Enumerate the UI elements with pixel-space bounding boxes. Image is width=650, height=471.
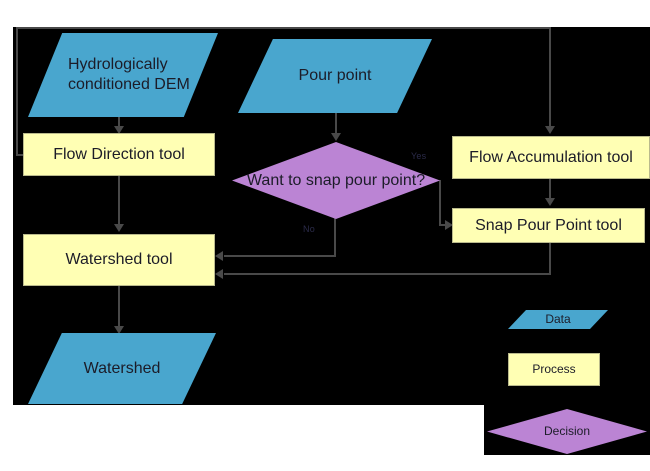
edge-top-rail-to-accumulation bbox=[16, 27, 551, 29]
edge-decision-yes-riser bbox=[439, 180, 441, 225]
node-label: Flow Accumulation tool bbox=[469, 148, 633, 166]
arrowhead-dem-to-flow-direction bbox=[114, 126, 124, 134]
legend-label-decision: Decision bbox=[543, 424, 591, 439]
arrowhead-no-to-watershed-tool bbox=[215, 251, 223, 261]
edge-flowdir-to-watershed-tool bbox=[118, 176, 120, 226]
legend-item-process: Process bbox=[508, 353, 600, 386]
legend-label-process: Process bbox=[532, 362, 576, 377]
node-snap-pour-point-tool[interactable]: Snap Pour Point tool bbox=[452, 208, 645, 243]
node-watershed-tool[interactable]: Watershed tool bbox=[23, 234, 215, 286]
edge-accumulation-to-snap bbox=[549, 179, 551, 199]
edge-decision-no-to-watershed bbox=[224, 255, 336, 257]
arrowhead-yes-to-snap bbox=[445, 220, 453, 230]
edge-flowdir-left-riser bbox=[16, 27, 18, 156]
edge-decision-no-drop bbox=[334, 218, 336, 256]
arrowhead-to-flow-accumulation bbox=[545, 126, 555, 134]
node-label: Flow Direction tool bbox=[53, 145, 185, 163]
edge-dem-to-flow-direction bbox=[118, 117, 120, 129]
arrowhead-snap-to-watershed-tool bbox=[215, 269, 223, 279]
arrowhead-watershed-tool-to-output bbox=[114, 326, 124, 334]
edge-flowdir-left-stub bbox=[16, 154, 25, 156]
branch-label-no: No bbox=[303, 224, 315, 234]
node-label: Snap Pour Point tool bbox=[475, 216, 622, 234]
node-label: Pour point bbox=[298, 67, 372, 85]
node-flow-accumulation-tool[interactable]: Flow Accumulation tool bbox=[452, 136, 650, 179]
branch-label-yes: Yes bbox=[411, 151, 427, 161]
arrowhead-flowdir-to-watershed-tool bbox=[114, 224, 124, 232]
edge-down-to-accumulation bbox=[549, 27, 551, 127]
node-label: Hydrologically conditioned DEM bbox=[68, 56, 190, 93]
arrowhead-pourpoint-to-decision bbox=[331, 133, 341, 141]
edge-pourpoint-to-decision bbox=[335, 113, 337, 135]
edge-snap-to-watershed bbox=[224, 273, 551, 275]
node-label: Watershed tool bbox=[65, 251, 173, 269]
arrowhead-accumulation-to-snap bbox=[545, 198, 555, 206]
legend-label-data: Data bbox=[545, 312, 571, 327]
node-label: Watershed bbox=[83, 359, 161, 377]
edge-watershed-tool-to-output bbox=[118, 286, 120, 328]
node-flow-direction-tool[interactable]: Flow Direction tool bbox=[23, 133, 215, 176]
node-label: Want to snap pour point? bbox=[246, 171, 426, 189]
edge-decision-yes-to-snap bbox=[439, 224, 447, 226]
edge-snap-to-watershed-drop bbox=[549, 243, 551, 275]
